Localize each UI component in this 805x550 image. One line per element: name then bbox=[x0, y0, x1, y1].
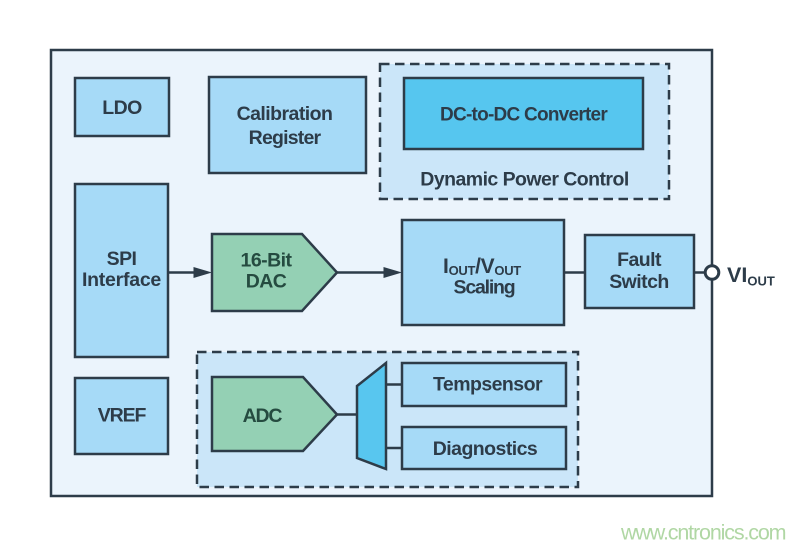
svg-text:Calibration: Calibration bbox=[237, 103, 333, 125]
svg-text:DAC: DAC bbox=[246, 271, 287, 293]
svg-text:Interface: Interface bbox=[82, 269, 161, 291]
svg-text:Scaling: Scaling bbox=[454, 277, 515, 299]
svg-text:www.cntronics.com: www.cntronics.com bbox=[620, 521, 786, 545]
svg-text:Fault: Fault bbox=[617, 249, 662, 271]
svg-text:LDO: LDO bbox=[102, 97, 142, 119]
svg-text:ADC: ADC bbox=[243, 405, 283, 427]
svg-text:SPI: SPI bbox=[107, 248, 137, 270]
svg-text:Tempsensor: Tempsensor bbox=[433, 374, 543, 396]
svg-text:Switch: Switch bbox=[609, 271, 669, 293]
svg-text:16-Bit: 16-Bit bbox=[241, 250, 293, 272]
svg-text:DC-to-DC Converter: DC-to-DC Converter bbox=[440, 105, 608, 126]
svg-text:Register: Register bbox=[249, 127, 322, 149]
svg-text:Diagnostics: Diagnostics bbox=[433, 438, 538, 460]
svg-text:VREF: VREF bbox=[98, 405, 147, 427]
svg-text:Dynamic Power Control: Dynamic Power Control bbox=[420, 169, 629, 191]
